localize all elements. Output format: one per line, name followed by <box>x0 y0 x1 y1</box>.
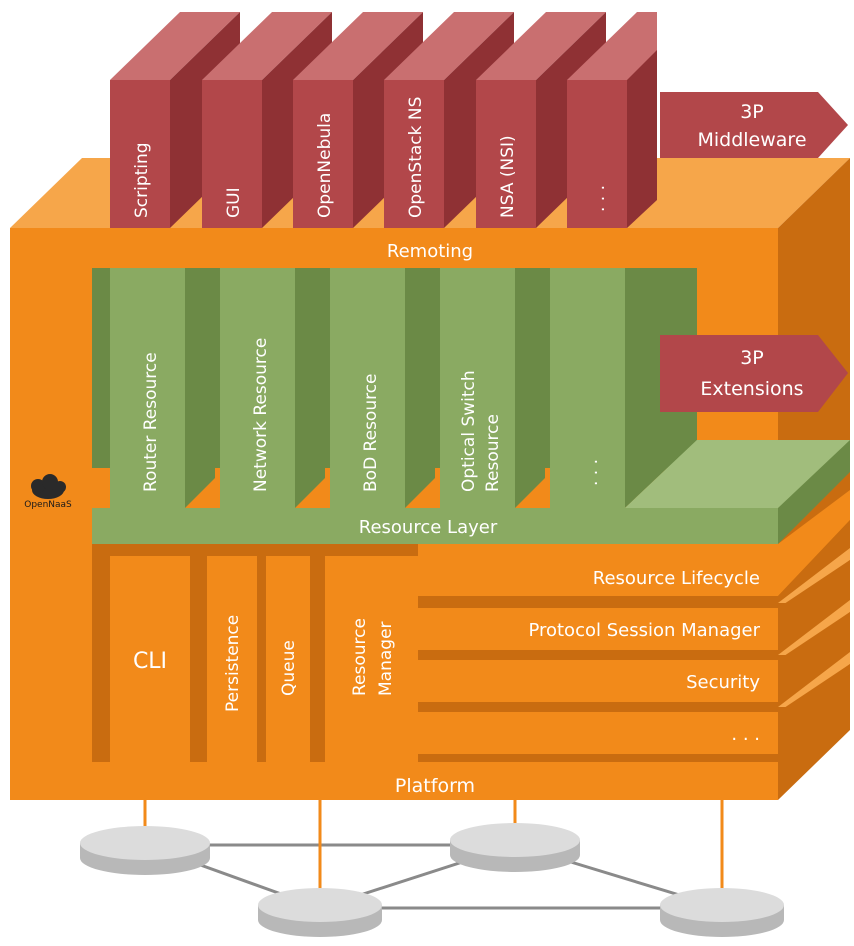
resource-label-bod: BoD Resource <box>361 373 381 492</box>
cli-block <box>110 556 200 762</box>
opennaas-logo: OpenNaaS <box>24 474 72 510</box>
middleware-arrow-line1: 3P <box>740 101 764 123</box>
resource-manager-block <box>325 556 418 762</box>
network-node <box>660 888 784 937</box>
resource-layer: Router Resource Network Resource BoD Res… <box>92 268 850 544</box>
middleware-arrow: 3P Middleware <box>660 92 848 158</box>
resource-label-optical-2: Resource <box>483 414 503 492</box>
network-connectors <box>143 800 724 905</box>
resource-block <box>440 268 545 508</box>
resource-block <box>110 268 215 508</box>
platform-row <box>418 548 850 650</box>
resource-label-optical-1: Optical Switch <box>459 370 479 492</box>
row-label-security: Security <box>686 672 760 693</box>
extensions-arrow-line2: Extensions <box>700 378 803 400</box>
network-links <box>144 843 723 910</box>
resource-manager-label-2: Manager <box>376 621 396 696</box>
resource-layer-label: Resource Layer <box>359 517 498 538</box>
network-node <box>258 888 382 937</box>
resource-block <box>220 268 325 508</box>
row-label-resource-lifecycle: Resource Lifecycle <box>593 568 760 589</box>
resource-manager-label-1: Resource <box>350 618 370 696</box>
network-node <box>450 823 580 872</box>
queue-label: Queue <box>279 640 299 696</box>
resource-block <box>330 268 435 508</box>
persistence-label: Persistence <box>223 615 243 712</box>
middleware-label-nsa: NSA (NSI) <box>498 135 518 218</box>
row-label-more: . . . <box>731 724 760 745</box>
remoting-label: Remoting <box>387 241 473 262</box>
row-label-protocol-session-manager: Protocol Session Manager <box>528 620 760 641</box>
middleware-label-scripting: Scripting <box>132 142 152 218</box>
middleware-label-opennebula: OpenNebula <box>315 113 335 218</box>
middleware-arrow-line2: Middleware <box>697 129 806 151</box>
middleware-label-gui: GUI <box>224 187 244 218</box>
platform-row <box>418 652 850 754</box>
middleware-label-more: . . . <box>589 185 609 212</box>
resource-label-more: . . . <box>582 459 602 486</box>
persistence-block <box>207 556 257 762</box>
middleware-block <box>567 12 657 228</box>
extensions-arrow: 3P Extensions <box>660 335 848 412</box>
resource-label-network: Network Resource <box>251 338 271 492</box>
network-node <box>80 826 210 875</box>
remoting-bar: Remoting <box>10 228 778 268</box>
platform-internals: CLI Persistence Queue Resource Manager R… <box>92 490 850 762</box>
extensions-arrow-line1: 3P <box>740 347 764 369</box>
network-graph <box>80 800 784 937</box>
platform-row <box>418 490 850 602</box>
resource-label-router: Router Resource <box>141 352 161 492</box>
cli-label: CLI <box>133 649 167 674</box>
middleware-blocks: Scripting GUI OpenNebula OpenStack NS NS… <box>110 12 657 228</box>
cloud-icon <box>31 474 66 499</box>
middleware-label-openstack: OpenStack NS <box>406 97 426 218</box>
platform-row <box>418 600 850 702</box>
queue-block <box>266 556 310 762</box>
platform-label: Platform <box>395 775 475 797</box>
logo-text: OpenNaaS <box>24 500 72 510</box>
